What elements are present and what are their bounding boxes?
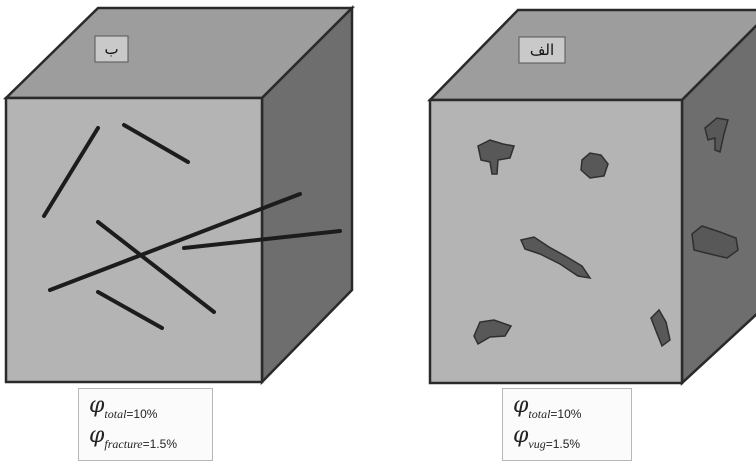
- vug-porosity-value: =1.5%: [545, 437, 581, 451]
- fracture-line: [96, 220, 216, 314]
- vug: [580, 152, 609, 179]
- fracture-line: [122, 123, 190, 164]
- left-porosity-caption: φtotal=10% φfracture=1.5%: [78, 388, 213, 461]
- vug: [704, 117, 729, 154]
- fracture-lines: [42, 123, 342, 330]
- fracture-cube: ب: [2, 4, 356, 386]
- left-cube-tag: ب: [104, 40, 118, 58]
- fracture-line: [48, 192, 302, 292]
- vug: [477, 139, 515, 175]
- phi-symbol: φ: [89, 393, 105, 418]
- vug: [650, 308, 671, 348]
- left-cube-tag-box: [94, 35, 129, 63]
- fracture-porosity-value: =1.5%: [142, 437, 177, 451]
- phi-symbol: φ: [513, 393, 529, 418]
- fracture-line: [182, 229, 342, 250]
- fracture-subscript: fracture: [104, 437, 143, 451]
- total-porosity-line: φtotal=10%: [89, 393, 158, 421]
- vug: [519, 236, 592, 280]
- vugs: [473, 117, 739, 348]
- total-subscript: total: [104, 407, 127, 421]
- total-porosity-value: =10%: [550, 407, 582, 421]
- phi-symbol: φ: [513, 423, 529, 448]
- total-porosity-line: φtotal=10%: [513, 393, 582, 421]
- total-porosity-value: =10%: [126, 407, 158, 421]
- right-cube-front-face: [428, 98, 684, 385]
- right-porosity-caption: φtotal=10% φvug=1.5%: [502, 388, 632, 461]
- vug-porosity-line: φvug=1.5%: [513, 423, 581, 451]
- vug: [473, 319, 513, 346]
- vug-subscript: vug: [528, 437, 546, 451]
- vug: [691, 225, 739, 259]
- phi-symbol: φ: [89, 423, 105, 448]
- right-cube-tag-box: [518, 36, 566, 64]
- right-cube-tag: الف: [530, 41, 554, 59]
- fracture-line: [42, 126, 100, 218]
- total-subscript: total: [528, 407, 551, 421]
- left-cube-front-face: [4, 96, 264, 384]
- vug-cube: الف: [427, 8, 756, 386]
- fracture-porosity-line: φfracture=1.5%: [89, 423, 177, 451]
- fracture-line: [96, 290, 164, 330]
